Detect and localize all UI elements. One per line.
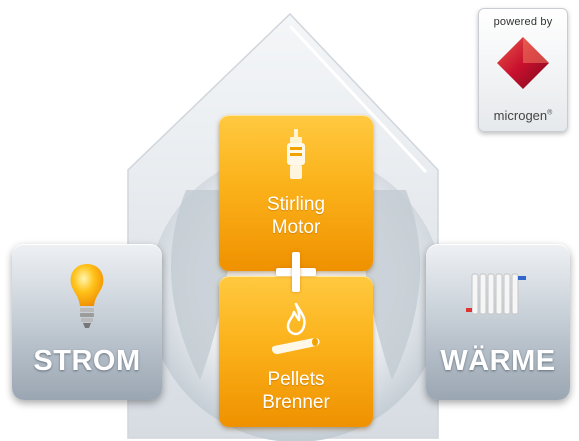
radiator-icon (426, 262, 570, 331)
powered-by-badge: powered by microgen® (478, 8, 568, 132)
pellets-brenner-box: Pellets Brenner (219, 276, 373, 427)
strom-label: STROM (33, 345, 141, 377)
waerme-label: WÄRME (440, 345, 556, 377)
motor-text: Motor (271, 217, 321, 238)
strom-tile: STROM (12, 244, 162, 400)
registered-mark: ® (547, 109, 553, 117)
brenner-text: Brenner (262, 392, 330, 413)
flame-pellet-icon (219, 300, 373, 361)
powered-by-text: powered by (493, 16, 553, 28)
pellets-text: Pellets (267, 369, 325, 390)
pellets-brenner-label: Pellets Brenner (219, 368, 373, 414)
microgen-text: microgen (493, 108, 548, 123)
stirling-motor-box: Stirling Motor (219, 115, 373, 271)
stirling-text: Stirling (266, 194, 326, 215)
stirling-engine-icon (219, 129, 373, 186)
microgen-brand: microgen® (479, 108, 567, 123)
microgen-diamond-logo-icon (497, 37, 549, 89)
waerme-tile: WÄRME (426, 244, 570, 400)
stirling-motor-label: Stirling Motor (219, 193, 373, 239)
plus-icon (276, 252, 316, 292)
lightbulb-icon (12, 262, 162, 337)
